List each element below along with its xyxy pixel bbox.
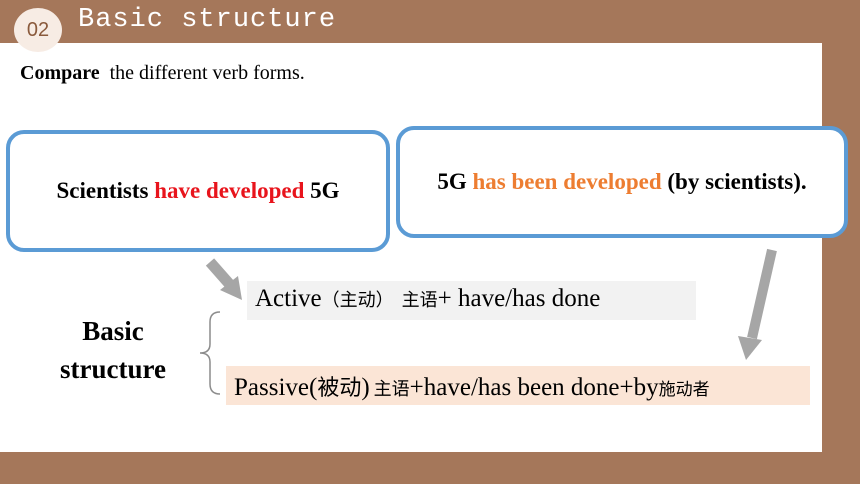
bottom-band xyxy=(0,452,860,484)
basic-label-line1: Basic xyxy=(82,316,144,346)
passive-example-box: 5G has been developed (by scientists). xyxy=(396,126,848,238)
active-structure-formula: + have/has done xyxy=(437,285,601,312)
active-structure-paren: （主动） xyxy=(321,290,394,311)
section-number-badge: 02 xyxy=(14,8,62,52)
slide-header xyxy=(0,0,860,43)
section-title: Basic structure xyxy=(78,5,337,35)
passive-structure-formula: +have/has been done+by xyxy=(409,374,659,401)
curly-brace xyxy=(199,311,221,395)
intro-text: Compare the different verb forms. xyxy=(20,62,305,85)
passive-verb: has been developed xyxy=(472,169,662,194)
passive-structure-subject: 主语 xyxy=(373,379,410,400)
intro-rest: the different verb forms. xyxy=(99,62,305,84)
passive-structure-close: ) xyxy=(361,374,370,401)
passive-structure-agent: 施动者 xyxy=(658,380,710,400)
passive-subject: 5G xyxy=(437,169,473,194)
active-arrow-head xyxy=(220,276,242,300)
active-object: 5G xyxy=(304,178,340,203)
passive-agent: (by scientists). xyxy=(661,169,807,194)
active-structure-row: Active（主动） 主语+ have/has done xyxy=(247,281,696,320)
basic-structure-label: Basic structure xyxy=(38,312,188,388)
active-structure-label: Active xyxy=(255,285,322,312)
passive-arrow-head xyxy=(738,336,762,360)
active-structure-subject: 主语 xyxy=(401,290,438,311)
passive-structure-row: Passive(被动)主语+have/has been done+by施动者 xyxy=(226,366,810,405)
intro-bold: Compare xyxy=(20,62,100,84)
active-subject: Scientists xyxy=(56,178,155,203)
active-verb: have developed xyxy=(154,178,305,203)
active-example-box: Scientists have developed 5G xyxy=(6,130,390,252)
passive-structure-paren: 被动 xyxy=(317,376,362,401)
basic-label-line2: structure xyxy=(60,354,166,384)
passive-arrow-shaft xyxy=(747,248,777,340)
active-arrow-shaft xyxy=(205,258,237,291)
passive-structure-label: Passive( xyxy=(234,374,318,401)
